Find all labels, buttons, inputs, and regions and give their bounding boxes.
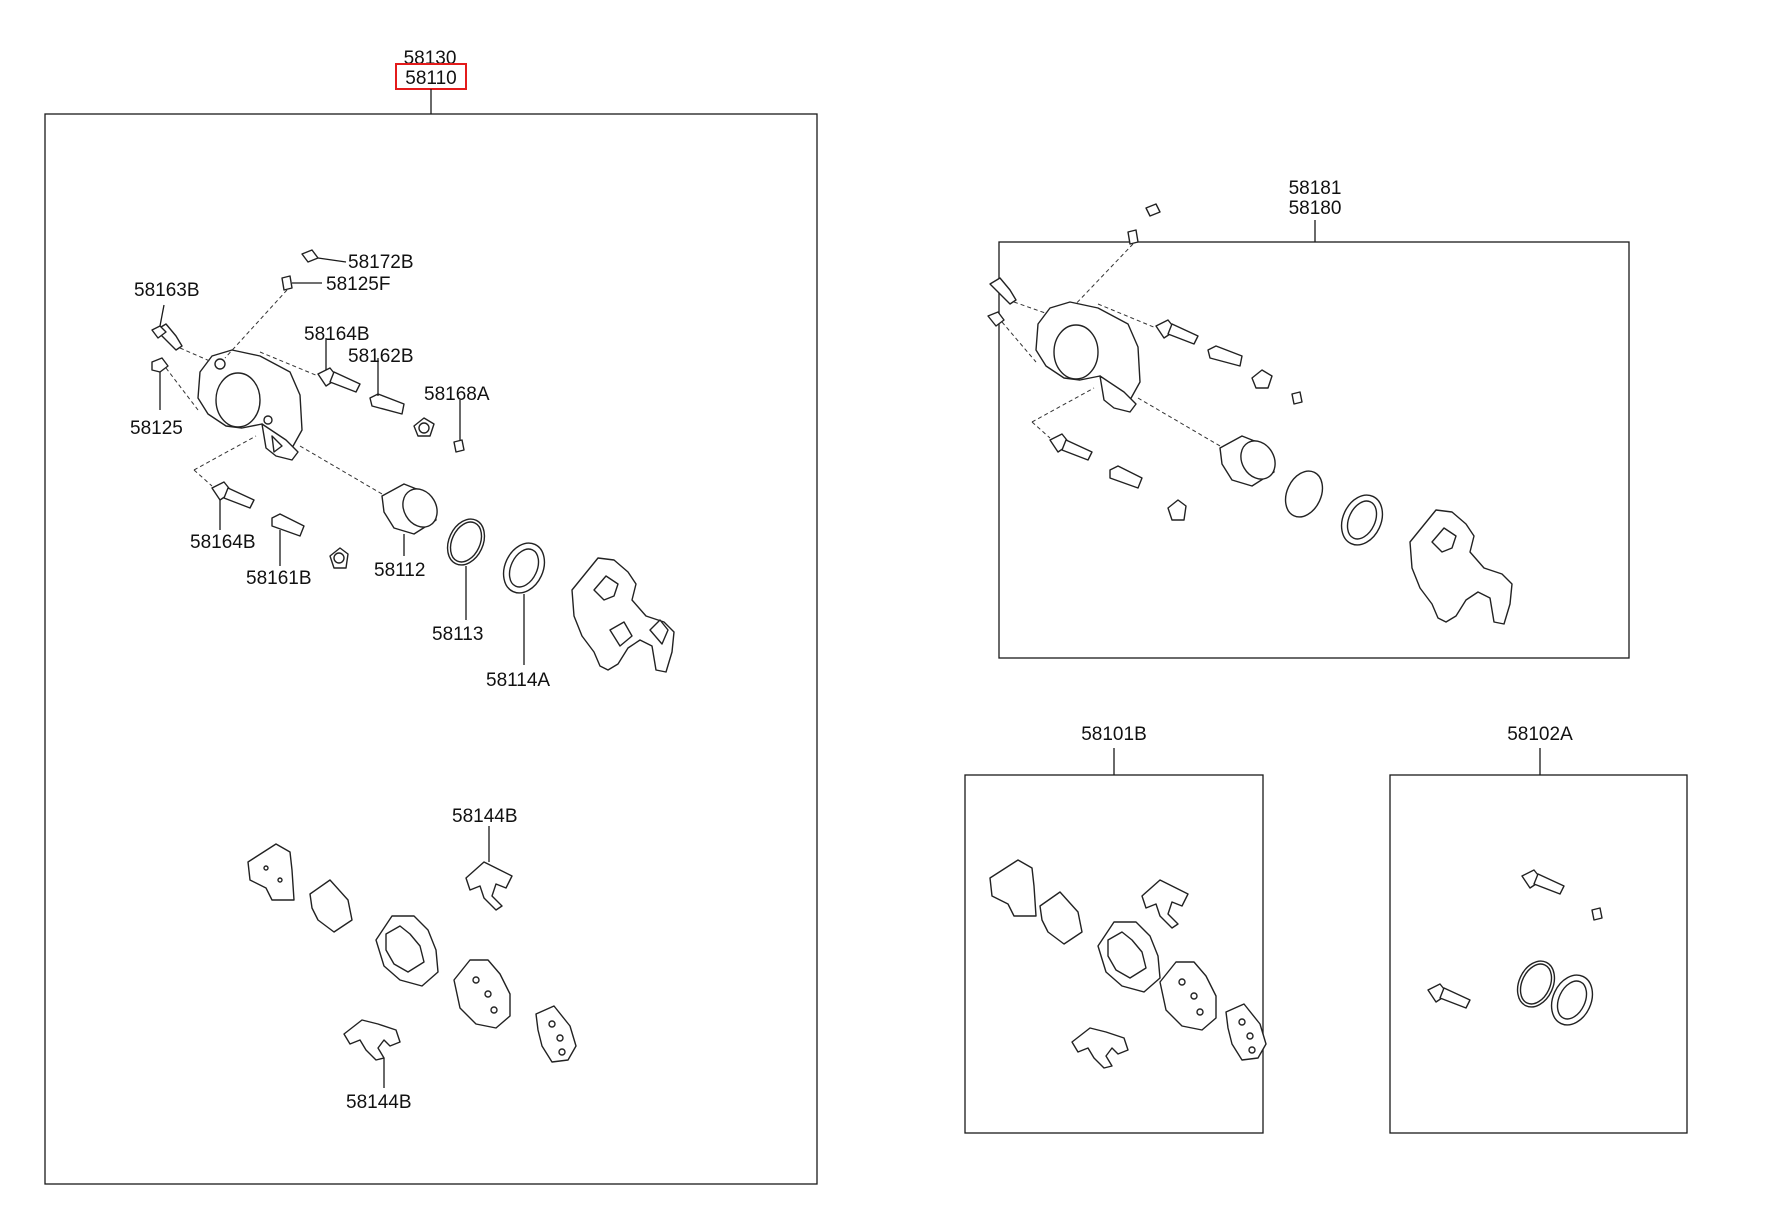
bolt-58163B xyxy=(151,304,183,351)
clip-bottom xyxy=(343,1019,401,1088)
callout-58162B[interactable]: 58162B xyxy=(348,346,414,367)
guide-bolt-top-dash xyxy=(259,351,319,377)
callout-58144B-top[interactable]: 58144B xyxy=(452,806,518,827)
callout-58172B[interactable]: 58172B xyxy=(348,252,414,273)
carrier-bracket xyxy=(571,557,675,673)
bleeder-screw xyxy=(281,275,322,291)
callout-58168A[interactable]: 58168A xyxy=(424,384,490,405)
callout-58144B-bottom[interactable]: 58144B xyxy=(346,1092,412,1113)
callout-58164B-top[interactable]: 58164B xyxy=(304,324,370,345)
lower-bracket-dash-2 xyxy=(193,469,213,487)
bolt-dash-line xyxy=(179,347,213,363)
pad-kit: 58101B xyxy=(964,724,1267,1134)
callout-58125F[interactable]: 58125F xyxy=(326,274,390,295)
callout-58163B[interactable]: 58163B xyxy=(134,280,200,301)
seal-kit-boot xyxy=(1550,974,1594,1026)
seal-kit: 58102A xyxy=(1389,724,1688,1134)
outer-shim xyxy=(247,843,295,901)
guide-bolt-top xyxy=(317,338,361,393)
caliper-body xyxy=(197,349,303,461)
seal-kit-seal xyxy=(1516,960,1556,1008)
seal-kit-nut xyxy=(1591,907,1603,921)
callout-58164B-bottom[interactable]: 58164B xyxy=(190,532,256,553)
callout-58112[interactable]: 58112 xyxy=(374,560,425,581)
piston-58112 xyxy=(381,483,438,556)
lower-bracket-dash-1 xyxy=(193,435,257,471)
piston-dash-line xyxy=(299,445,383,495)
caliper-kit: 58181 58180 xyxy=(987,178,1630,659)
kit-number-58180[interactable]: 58180 xyxy=(1289,198,1342,219)
guide-pin-top xyxy=(369,358,405,415)
bleeder-dash-line xyxy=(224,289,288,359)
dust-boot-58114A xyxy=(502,542,546,665)
main-assembly-frame xyxy=(44,113,818,1185)
seal-kit-bolt-top xyxy=(1521,869,1565,895)
boot-bottom xyxy=(329,547,349,569)
seal-58113 xyxy=(446,518,486,620)
cap-58168A xyxy=(453,400,465,453)
pad-kit-frame xyxy=(964,774,1264,1134)
bleeder-cap xyxy=(301,249,347,263)
callout-58125[interactable]: 58125 xyxy=(130,418,183,439)
boot-top xyxy=(413,417,435,437)
kit-number-58101B[interactable]: 58101B xyxy=(1081,724,1147,745)
seal-kit-bolt-bottom xyxy=(1427,983,1471,1009)
clip-top xyxy=(465,826,513,911)
callout-58113[interactable]: 58113 xyxy=(432,624,483,645)
pad-kit-parts xyxy=(989,859,1267,1069)
guide-bolt-bottom xyxy=(211,481,255,530)
caliper-kit-frame xyxy=(998,241,1630,659)
outer-pad xyxy=(453,959,511,1029)
inner-pad xyxy=(375,915,439,987)
assembly-number-58110[interactable]: 58110 xyxy=(405,68,456,89)
inner-shim xyxy=(309,879,353,933)
wear-indicator-plate xyxy=(535,1005,577,1063)
kit-number-58102A[interactable]: 58102A xyxy=(1507,724,1573,745)
main-assembly: 58130 58110 xyxy=(44,48,818,1185)
guide-pin-bottom xyxy=(271,513,305,566)
seal-kit-frame xyxy=(1389,774,1688,1134)
callout-58114A[interactable]: 58114A xyxy=(486,670,550,691)
caliper-kit-parts xyxy=(987,203,1513,625)
kit-number-58181[interactable]: 58181 xyxy=(1289,178,1342,199)
washer-58125 xyxy=(151,357,169,410)
washer-dash-line xyxy=(165,367,199,411)
assembly-number-58130[interactable]: 58130 xyxy=(404,48,457,69)
callout-58161B[interactable]: 58161B xyxy=(246,568,312,589)
